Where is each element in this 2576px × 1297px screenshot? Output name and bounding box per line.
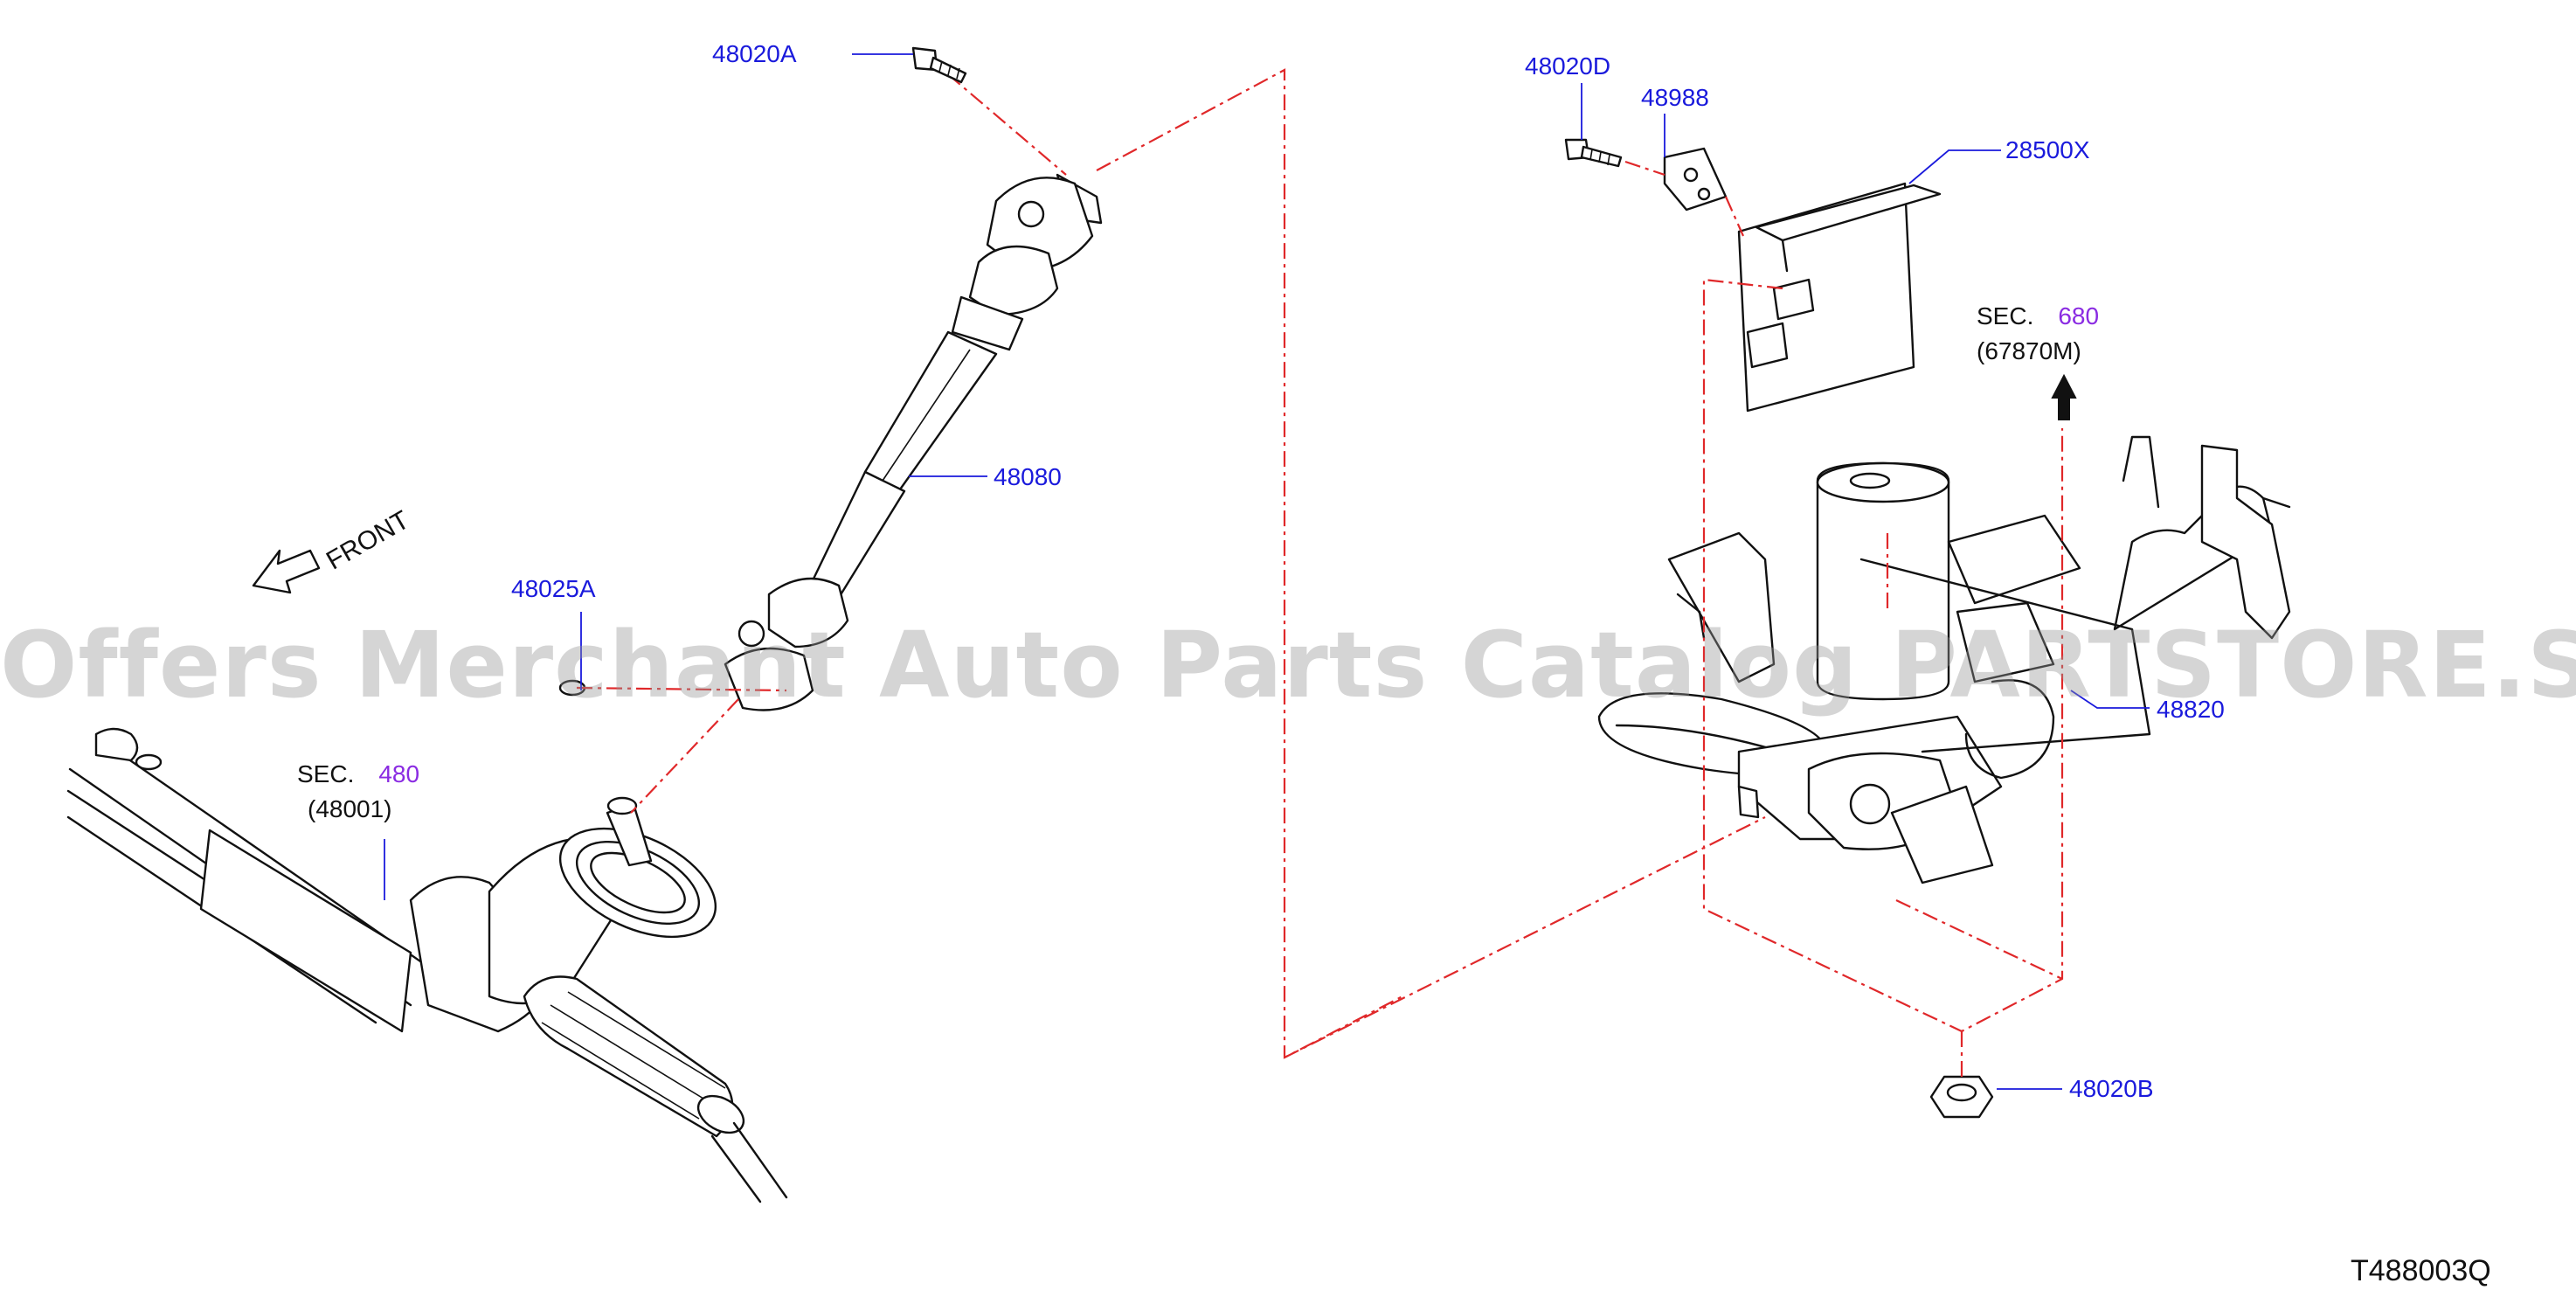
- watermark: Offers Merchant Auto Parts Catalog PARTS…: [0, 612, 2576, 718]
- section-ref-column[interactable]: SEC. 680: [1977, 304, 2099, 329]
- nut-48020B: [1929, 1075, 1994, 1119]
- label-leaders: [384, 53, 2150, 1090]
- bolt-48020A: [911, 46, 967, 84]
- section-sub-column: (67870M): [1977, 337, 2081, 364]
- label-48988[interactable]: 48988: [1641, 84, 1709, 111]
- steering-column-assembly: [1597, 435, 2291, 884]
- power-steering-control-unit: [1737, 182, 1942, 413]
- leader-lines-right: [1624, 160, 2064, 1077]
- section-number: 680: [2058, 302, 2100, 329]
- label-48820[interactable]: 48820: [2157, 696, 2225, 723]
- bracket-48988: [1663, 147, 1728, 212]
- section-number: 480: [378, 760, 420, 787]
- label-48020A[interactable]: 48020A: [712, 40, 797, 67]
- section-prefix: SEC.: [1977, 302, 2034, 329]
- label-48020B[interactable]: 48020B: [2069, 1075, 2154, 1102]
- diagram-code: T488003Q: [2351, 1254, 2491, 1287]
- label-48025A[interactable]: 48025A: [511, 575, 596, 602]
- section-sub-rack: (48001): [308, 795, 392, 822]
- leader-lines-left: [576, 68, 1766, 1059]
- section-prefix: SEC.: [297, 760, 355, 787]
- label-48020D[interactable]: 48020D: [1525, 52, 1611, 80]
- label-28500X[interactable]: 28500X: [2005, 136, 2090, 163]
- front-arrow: [252, 549, 321, 594]
- label-48080[interactable]: 48080: [994, 463, 1062, 490]
- section-arrow: [2051, 373, 2077, 420]
- steering-gear-rack-assembly: [66, 727, 788, 1203]
- section-ref-rack[interactable]: SEC. 480: [297, 762, 419, 787]
- steering-intermediate-shaft: [558, 173, 1103, 711]
- bolt-48020D: [1564, 138, 1623, 168]
